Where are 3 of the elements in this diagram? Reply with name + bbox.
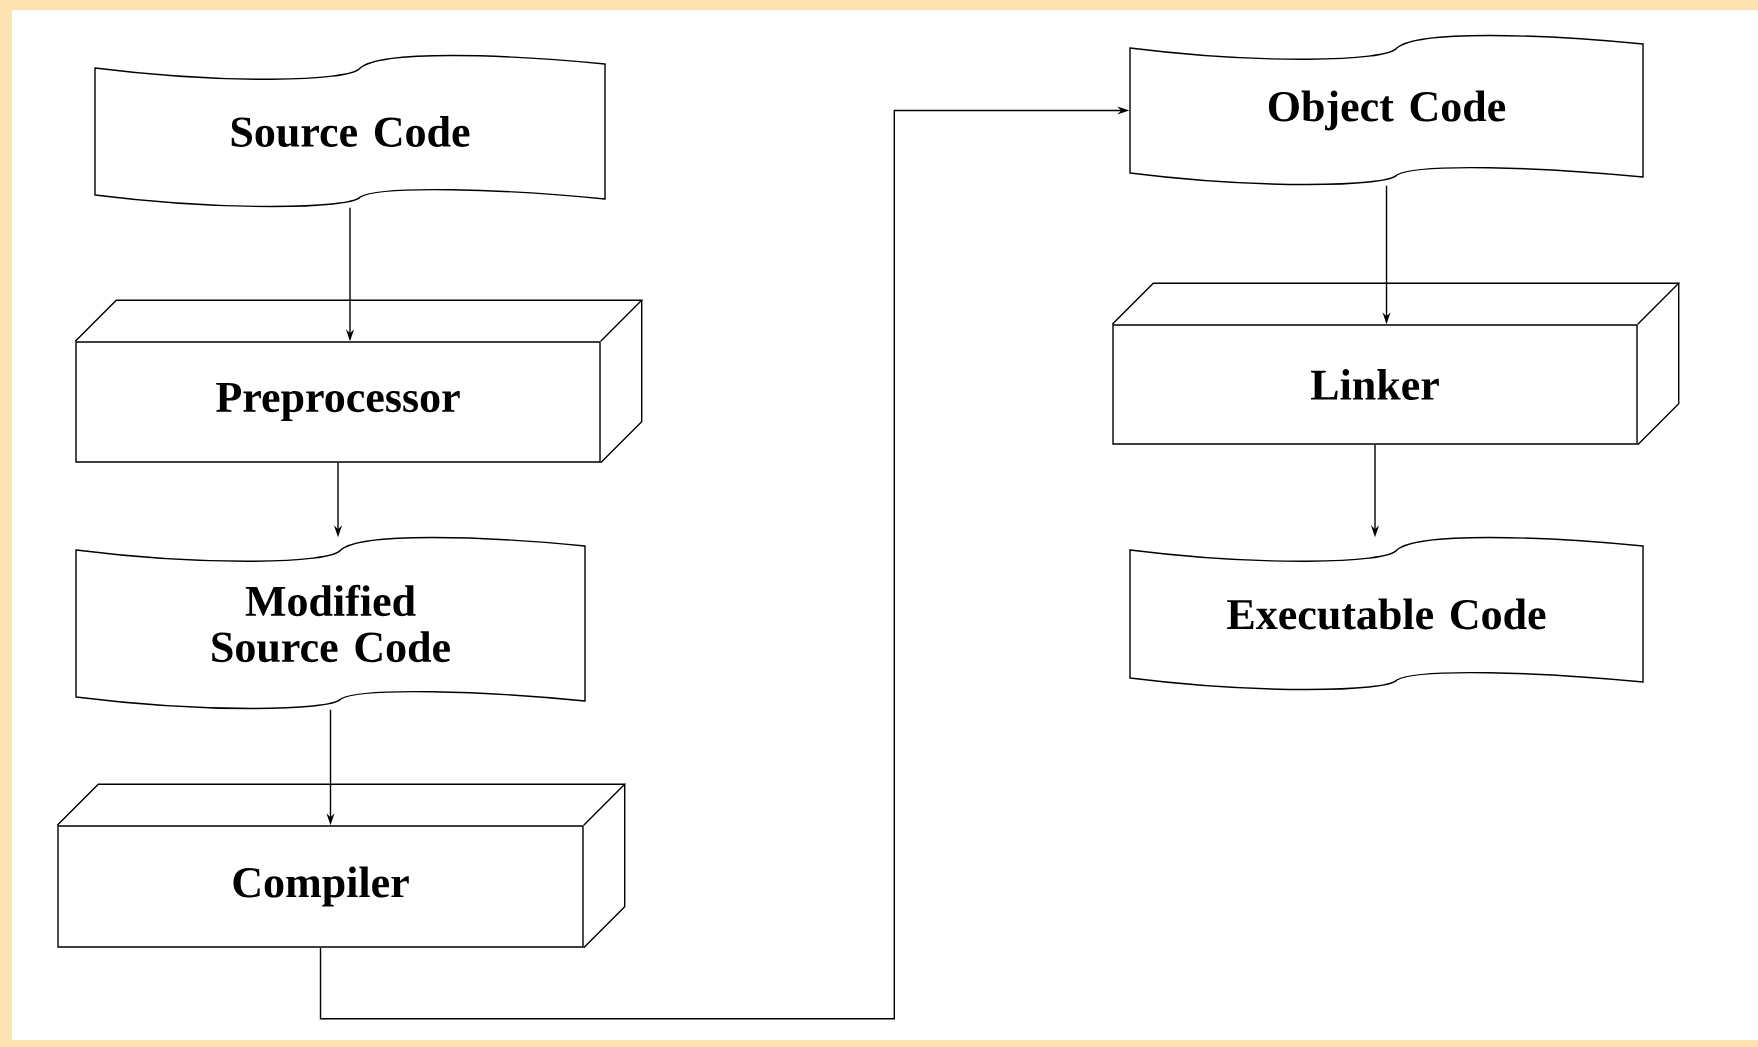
process-box: Preprocessor [74, 299, 644, 464]
process-box: Compiler [56, 783, 627, 949]
process-box: Linker [1111, 282, 1681, 446]
